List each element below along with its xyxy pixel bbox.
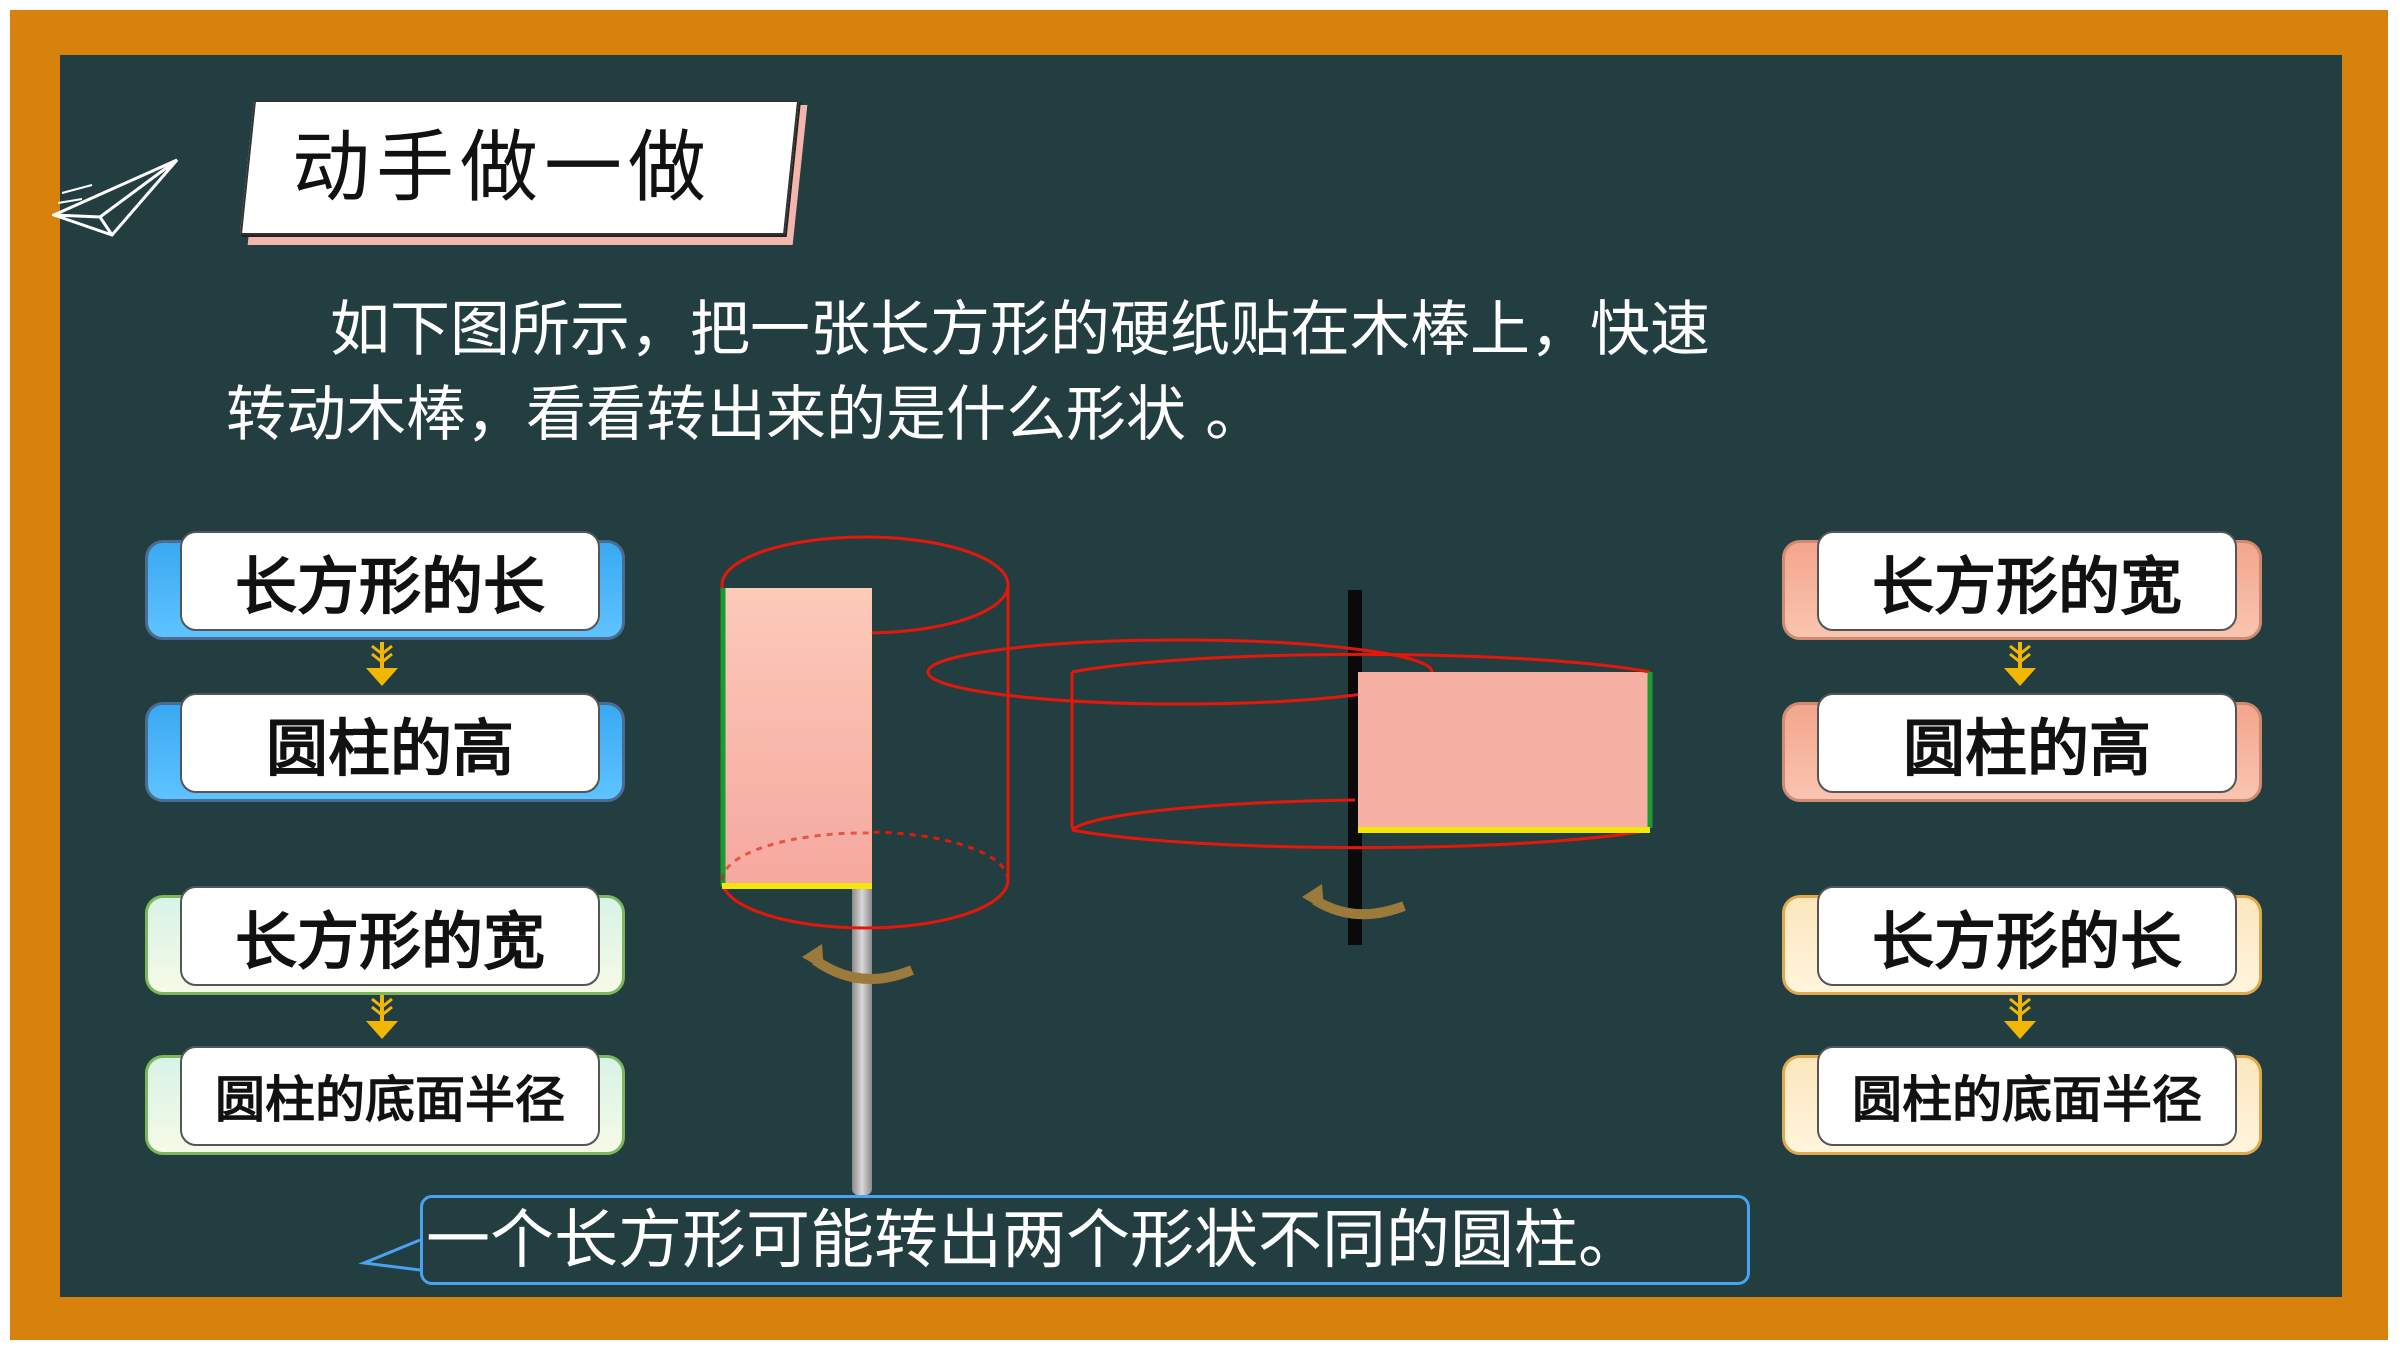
left-cyl-height-label: 圆柱的高 bbox=[180, 693, 600, 793]
conclusion-callout bbox=[420, 1195, 1750, 1285]
left-cyl-height-box: 圆柱的高 bbox=[145, 693, 625, 802]
rectangle-card-vertical bbox=[722, 588, 872, 886]
right-rect-width-label: 长方形的宽 bbox=[1817, 531, 2237, 631]
rotation-arrow-icon bbox=[802, 944, 914, 984]
left-rect-length-label: 长方形的长 bbox=[180, 531, 600, 631]
rotation-arrow-icon bbox=[1302, 884, 1406, 920]
right-cyl-height-label: 圆柱的高 bbox=[1817, 693, 2237, 793]
paper-plane-icon bbox=[52, 158, 179, 237]
right-rect-length-box: 长方形的长 bbox=[1782, 886, 2262, 995]
rectangle-card-horizontal bbox=[1358, 672, 1650, 830]
page-title: 动手做一做 bbox=[292, 123, 713, 213]
right-rect-width-box: 长方形的宽 bbox=[1782, 531, 2262, 640]
left-cyl-radius-label: 圆柱的底面半径 bbox=[180, 1046, 600, 1146]
left-rect-length-box: 长方形的长 bbox=[145, 531, 625, 640]
left-cyl-radius-box: 圆柱的底面半径 bbox=[145, 1046, 625, 1155]
down-arrow-icon bbox=[366, 995, 398, 1039]
right-cyl-radius-label: 圆柱的底面半径 bbox=[1817, 1046, 2237, 1146]
left-rect-width-label: 长方形的宽 bbox=[180, 886, 600, 986]
intro-line-2: 转动木棒，看看转出来的是什么形状 。 bbox=[226, 380, 1266, 450]
right-rect-length-label: 长方形的长 bbox=[1817, 886, 2237, 986]
down-arrow-icon bbox=[2004, 642, 2036, 686]
down-arrow-icon bbox=[366, 642, 398, 686]
intro-line-1: 如下图所示，把一张长方形的硬纸贴在木棒上，快速 bbox=[330, 295, 1710, 365]
down-arrow-icon bbox=[2004, 995, 2036, 1039]
right-cyl-height-box: 圆柱的高 bbox=[1782, 693, 2262, 802]
left-rect-width-box: 长方形的宽 bbox=[145, 886, 625, 995]
right-cyl-radius-box: 圆柱的底面半径 bbox=[1782, 1046, 2262, 1155]
conclusion-text: 一个长方形可能转出两个形状不同的圆柱。 bbox=[426, 1204, 1642, 1278]
callout-pointer bbox=[358, 1238, 421, 1272]
